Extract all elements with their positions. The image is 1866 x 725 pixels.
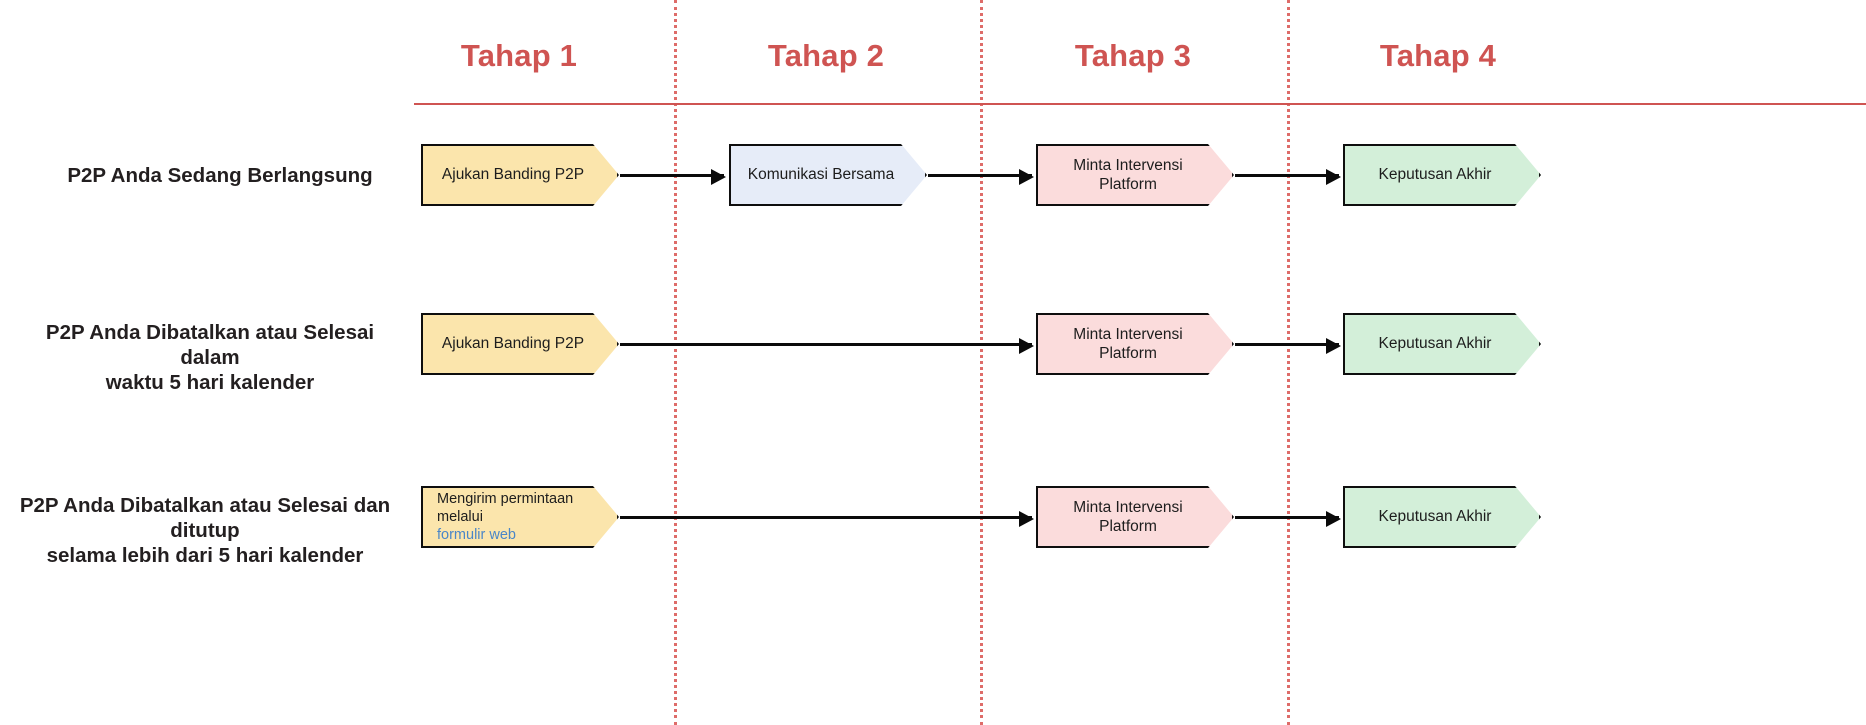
stage-header-2: Tahap 2 bbox=[767, 38, 885, 73]
row-label-1: P2P Anda Sedang Berlangsung bbox=[40, 163, 400, 188]
node-label: Ajukan Banding P2P bbox=[441, 335, 585, 353]
node-r1-minta-intervensi-platform[interactable]: Minta Intervensi Platform bbox=[1036, 144, 1234, 206]
row-label-2: P2P Anda Dibatalkan atau Selesai dalam w… bbox=[20, 320, 400, 395]
row-label-1-line-1: P2P Anda Sedang Berlangsung bbox=[67, 164, 373, 187]
node-r3-mengirim-permintaan[interactable]: Mengirim permintaan melalui formulir web bbox=[421, 486, 619, 548]
node-label-line-2: melalui formulir web bbox=[437, 508, 573, 544]
node-r1-komunikasi-bersama[interactable]: Komunikasi Bersama bbox=[729, 144, 927, 206]
node-label: Minta Intervensi Platform bbox=[1073, 325, 1183, 362]
row-label-3-line-2: selama lebih dari 5 hari kalender bbox=[46, 544, 364, 567]
row-label-2-line-2: waktu 5 hari kalender bbox=[105, 371, 315, 394]
stage-divider-3 bbox=[1287, 0, 1290, 725]
formulir-web-link[interactable]: formulir web bbox=[437, 527, 516, 544]
row-label-2-line-1: P2P Anda Dibatalkan atau Selesai dalam bbox=[45, 321, 375, 369]
node-label: Minta Intervensi Platform bbox=[1073, 156, 1183, 193]
connector-r3-1 bbox=[620, 510, 1034, 527]
node-r3-keputusan-akhir[interactable]: Keputusan Akhir bbox=[1343, 486, 1541, 548]
node-r1-ajukan-banding-p2p[interactable]: Ajukan Banding P2P bbox=[421, 144, 619, 206]
connector-r1-1 bbox=[620, 168, 726, 185]
row-label-3-line-1: P2P Anda Dibatalkan atau Selesai dan dit… bbox=[19, 494, 391, 542]
stage-divider-2 bbox=[980, 0, 983, 725]
node-r2-keputusan-akhir[interactable]: Keputusan Akhir bbox=[1343, 313, 1541, 375]
node-r2-ajukan-banding-p2p[interactable]: Ajukan Banding P2P bbox=[421, 313, 619, 375]
node-label: Keputusan Akhir bbox=[1378, 166, 1492, 184]
row-label-3: P2P Anda Dibatalkan atau Selesai dan dit… bbox=[5, 493, 405, 568]
node-r1-keputusan-akhir[interactable]: Keputusan Akhir bbox=[1343, 144, 1541, 206]
stage-header-4: Tahap 4 bbox=[1379, 38, 1497, 73]
connector-r3-2 bbox=[1235, 510, 1341, 527]
stage-divider-1 bbox=[674, 0, 677, 725]
node-r3-minta-intervensi-platform[interactable]: Minta Intervensi Platform bbox=[1036, 486, 1234, 548]
node-label: Keputusan Akhir bbox=[1378, 335, 1492, 353]
node-label: Komunikasi Bersama bbox=[747, 166, 895, 184]
connector-r1-2 bbox=[928, 168, 1034, 185]
connector-r2-1 bbox=[620, 337, 1034, 354]
header-rule bbox=[414, 103, 1866, 105]
node-r2-minta-intervensi-platform[interactable]: Minta Intervensi Platform bbox=[1036, 313, 1234, 375]
node-label-multiline: Mengirim permintaan melalui formulir web bbox=[437, 490, 573, 544]
connector-r2-2 bbox=[1235, 337, 1341, 354]
connector-r1-3 bbox=[1235, 168, 1341, 185]
stage-header-3: Tahap 3 bbox=[1074, 38, 1192, 73]
node-label: Keputusan Akhir bbox=[1378, 508, 1492, 526]
node-label-line-2-prefix: melalui bbox=[437, 508, 483, 525]
node-label: Ajukan Banding P2P bbox=[441, 166, 585, 184]
node-label: Minta Intervensi Platform bbox=[1073, 498, 1183, 535]
node-label-line-1: Mengirim permintaan bbox=[437, 490, 574, 507]
stage-header-1: Tahap 1 bbox=[460, 38, 578, 73]
